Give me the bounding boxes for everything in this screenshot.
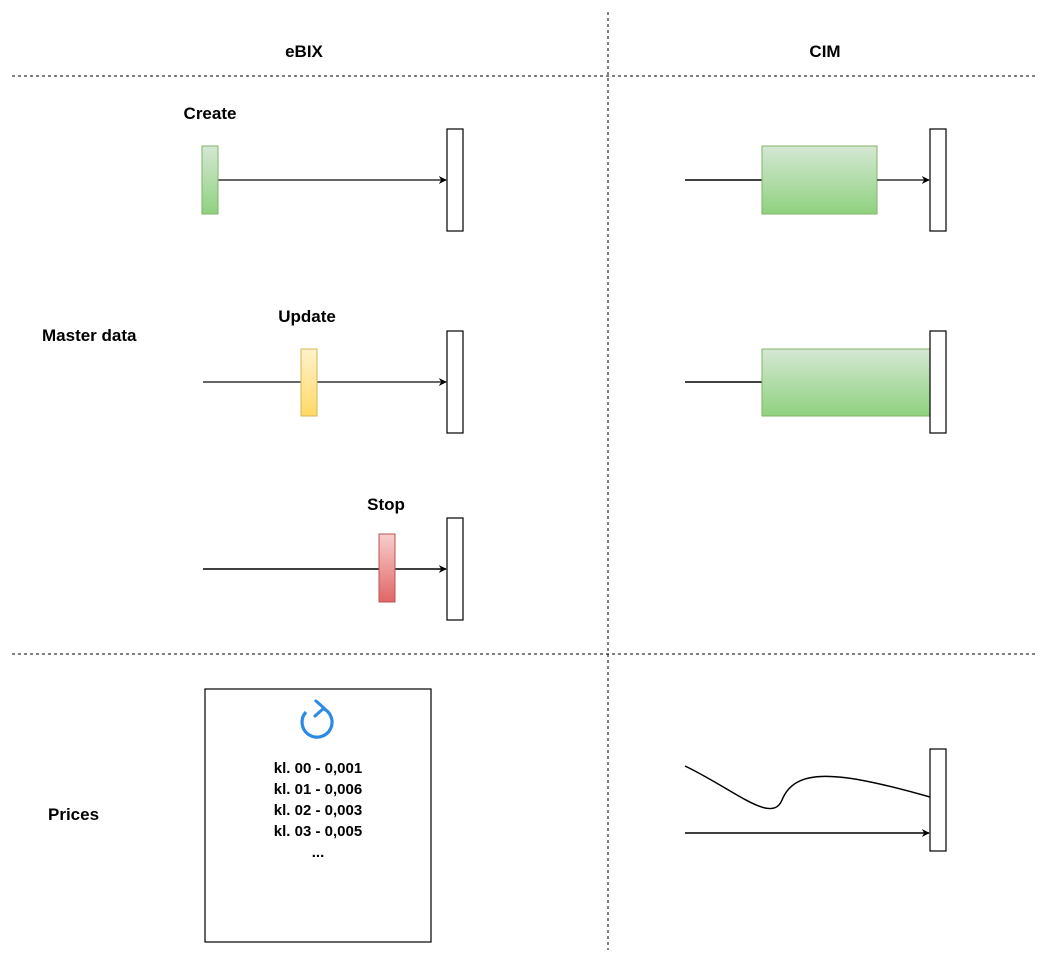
row-label-prices: Prices <box>48 805 100 824</box>
cim-create-block <box>761 145 878 215</box>
update-label: Update <box>278 307 336 326</box>
price-curve <box>684 765 931 810</box>
ebix-create-flow <box>201 128 464 232</box>
stop-label: Stop <box>367 495 405 514</box>
price-line-ellipsis: ... <box>311 844 325 861</box>
update-lifeline <box>446 330 464 434</box>
ebix-stop-flow <box>203 517 464 621</box>
ebix-update-flow <box>203 330 464 434</box>
update-activation-bar <box>300 348 318 417</box>
create-label: Create <box>183 104 237 123</box>
refresh-icon <box>300 699 334 739</box>
create-lifeline <box>446 128 464 232</box>
price-list: kl. 00 - 0,001 kl. 01 - 0,006 kl. 02 - 0… <box>205 758 431 863</box>
cim-prices-flow <box>684 748 947 852</box>
cim-update-lifeline <box>929 330 947 434</box>
cim-create-lifeline <box>929 128 947 232</box>
column-header-cim: CIM <box>809 42 841 61</box>
cim-prices-lifeline <box>929 748 947 852</box>
column-header-ebix: eBIX <box>285 42 323 61</box>
price-list-box <box>204 688 432 943</box>
cim-update-block <box>761 348 931 417</box>
create-activation-bar <box>201 145 219 215</box>
price-line: kl. 03 - 0,005 <box>273 823 363 840</box>
stop-activation-bar <box>378 533 396 603</box>
price-line: kl. 01 - 0,006 <box>273 781 363 798</box>
price-line: kl. 00 - 0,001 <box>273 760 363 777</box>
cim-create-flow <box>685 128 947 232</box>
stop-lifeline <box>446 517 464 621</box>
cim-update-flow <box>685 330 947 434</box>
price-line: kl. 02 - 0,003 <box>273 802 363 819</box>
row-label-master-data: Master data <box>42 326 137 345</box>
